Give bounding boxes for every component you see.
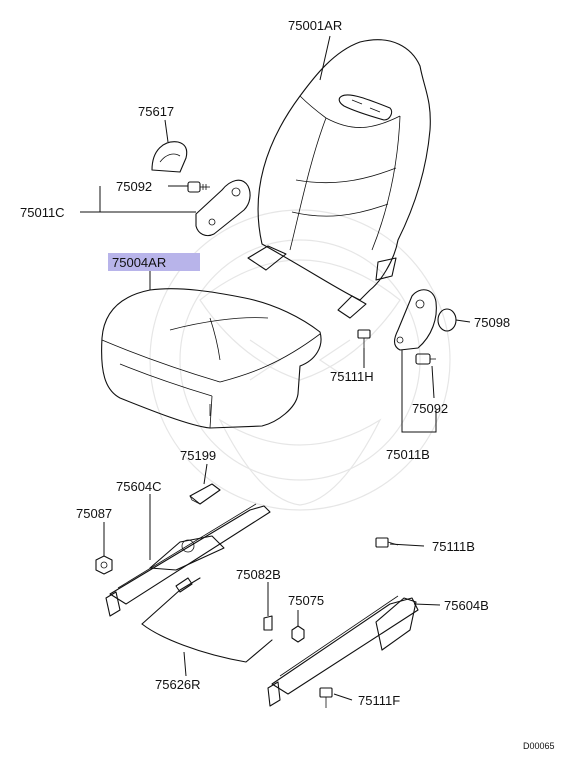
recliner-knob-cover[interactable] <box>151 141 188 173</box>
label-75087[interactable]: 75087 <box>76 506 112 521</box>
bolt-75111B[interactable] <box>375 537 399 548</box>
diagram-reference: D00065 <box>523 741 555 751</box>
rod-75626R[interactable] <box>141 577 273 663</box>
label-75075[interactable]: 75075 <box>288 593 324 608</box>
label-75011B[interactable]: 75011B <box>386 447 430 462</box>
label-75604C[interactable]: 75604C <box>116 479 162 494</box>
nut-75087[interactable] <box>95 555 113 575</box>
label-75092-right[interactable]: 75092 <box>412 401 448 416</box>
label-75626R[interactable]: 75626R <box>155 677 201 692</box>
label-75082B[interactable]: 75082B <box>236 567 281 582</box>
bolt-75092-top[interactable] <box>187 181 210 193</box>
bolt-75111H[interactable] <box>357 329 371 348</box>
recliner-cover-right[interactable] <box>393 289 437 351</box>
label-highlight <box>108 253 200 271</box>
bolt-75092-right[interactable] <box>415 353 436 365</box>
seat-back[interactable] <box>247 39 431 319</box>
leader-lines <box>80 35 471 701</box>
bolt-75111F[interactable] <box>319 687 333 708</box>
label-75604B[interactable]: 75604B <box>444 598 489 613</box>
label-75111B[interactable]: 75111B <box>432 539 475 554</box>
bracket-75199[interactable] <box>189 483 221 505</box>
clip-75082B[interactable] <box>263 615 273 631</box>
label-75199[interactable]: 75199 <box>180 448 216 463</box>
label-75092-top[interactable]: 75092 <box>116 179 152 194</box>
recliner-cover-left[interactable] <box>195 179 251 237</box>
label-75001AR[interactable]: 75001AR <box>288 18 342 33</box>
seat-cushion[interactable] <box>101 288 322 429</box>
label-75111F[interactable]: 75111F <box>358 693 400 708</box>
label-75111H[interactable]: 75111H <box>330 369 374 384</box>
label-75011C[interactable]: 75011C <box>20 205 65 220</box>
seat-track-left[interactable] <box>105 503 271 617</box>
nut-75075[interactable] <box>291 625 305 643</box>
seat-track-right[interactable] <box>267 595 419 707</box>
label-75617[interactable]: 75617 <box>138 104 174 119</box>
label-75098[interactable]: 75098 <box>474 315 510 330</box>
label-75004AR[interactable]: 75004AR <box>112 255 166 270</box>
